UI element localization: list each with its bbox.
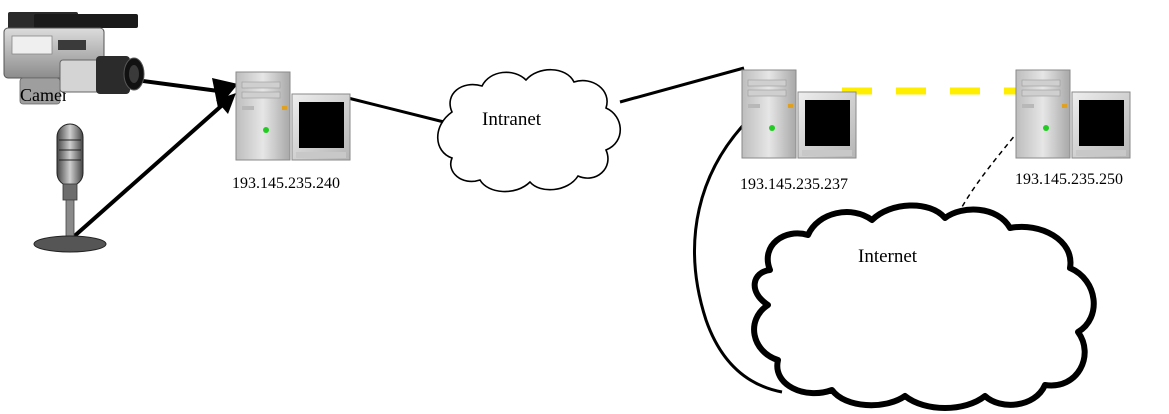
microphone-link-arrowhead	[216, 93, 236, 114]
client-ip-label: 193.145.235.250	[1015, 171, 1123, 188]
server-ip-label: 193.145.235.237	[740, 176, 848, 193]
encoder-to-intranet-link	[347, 96, 453, 126]
intranet-to-server-link	[619, 66, 745, 104]
client-computer-icon	[1015, 69, 1131, 159]
video-camera-icon	[3, 12, 145, 105]
intranet-label: Intranet	[482, 109, 542, 130]
server-computer-icon	[741, 69, 857, 159]
microphone-to-encoder-link	[68, 98, 230, 242]
internet-label: Internet	[858, 246, 918, 267]
microphone-icon	[33, 123, 107, 253]
client-to-internet-dashed-link	[940, 115, 1031, 323]
encoder-ip-label: 193.145.235.240	[232, 175, 340, 192]
server-to-internet-link	[693, 118, 783, 394]
intranet-cloud	[437, 69, 621, 193]
internet-cloud	[751, 202, 1097, 411]
encoder-computer-icon	[235, 71, 351, 161]
camera-label: Camera	[20, 86, 66, 104]
